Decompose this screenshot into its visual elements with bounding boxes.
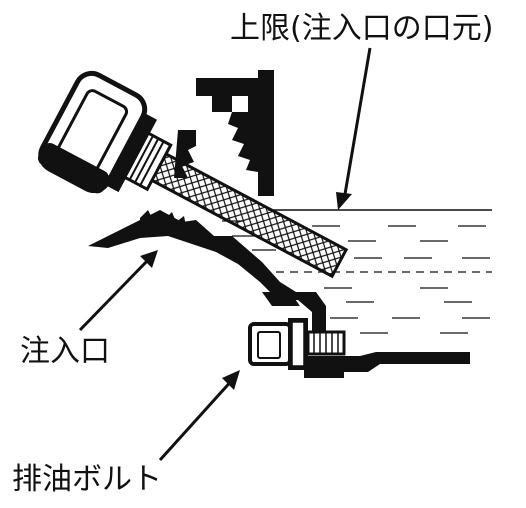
drain-bolt-arrowhead (222, 370, 240, 390)
leader-arrows (78, 47, 372, 462)
inlet-arrowhead (140, 250, 158, 268)
oil-level-lines (222, 209, 492, 334)
upper-casing-teeth (228, 112, 258, 172)
inlet-teeth (140, 210, 186, 230)
inlet-leader (78, 256, 152, 332)
upper-limit-arrowhead (336, 192, 352, 210)
bottom-plate (300, 352, 470, 378)
drain-bolt-label: 排油ボルト (12, 462, 162, 497)
inlet-label: 注入口 (20, 334, 110, 369)
upper-limit-leader (342, 47, 372, 201)
upper-casing (196, 70, 274, 196)
drain-bolt (248, 318, 346, 370)
oil-dashes (222, 220, 490, 334)
lower-ledge (262, 292, 300, 306)
drain-bolt-leader (158, 376, 236, 462)
filler-cap-assembly (38, 70, 349, 279)
upper-limit-label: 上限(注入口の口元) (230, 11, 494, 46)
inlet-plate (88, 210, 326, 346)
